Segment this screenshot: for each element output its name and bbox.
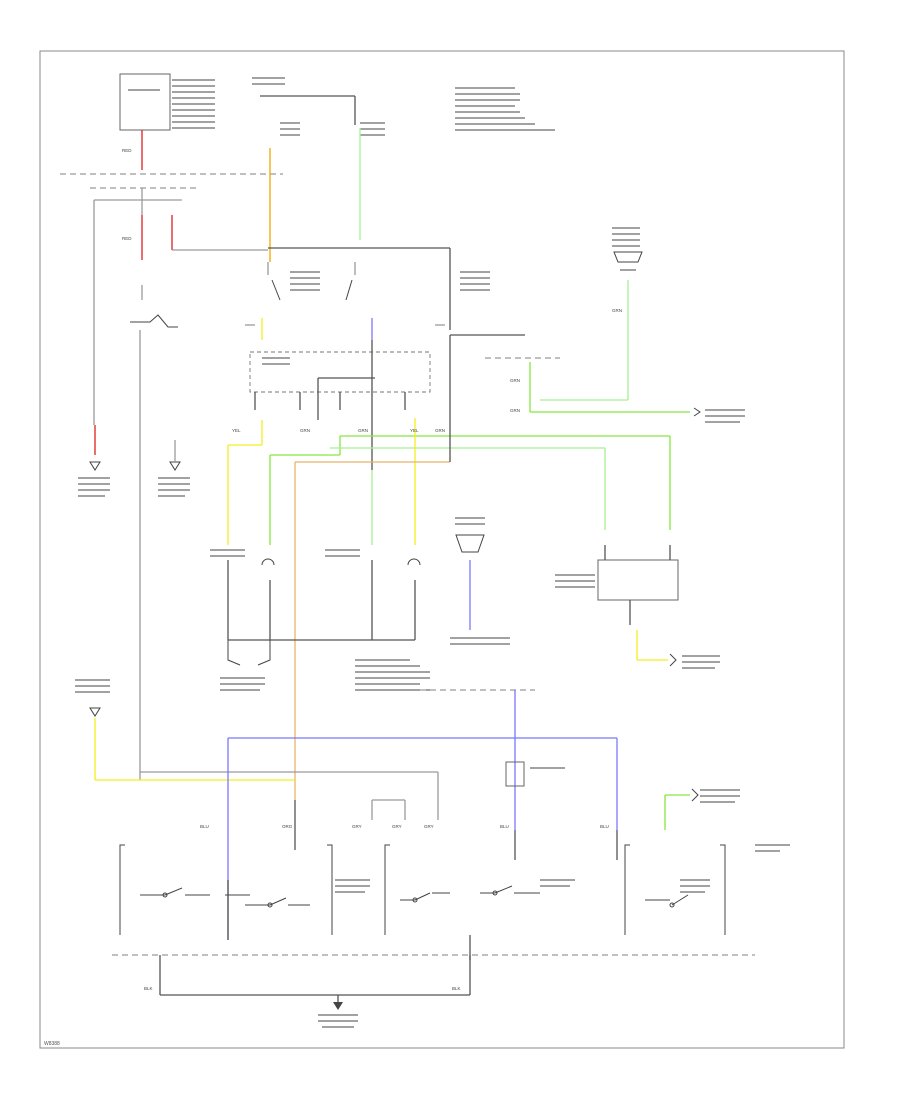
connector-stubs-bottom: GRY GRY GRY BLU ORG BLU BLU [200, 799, 609, 829]
headlight-relay-block [245, 247, 525, 336]
svg-text:ORG: ORG [282, 824, 293, 829]
ground-connectors-left [78, 440, 190, 497]
svg-text:YEL: YEL [410, 428, 419, 433]
sensor-top-right [612, 227, 643, 271]
diagram-footer-code: W8388 [44, 1041, 60, 1047]
svg-text:GRN: GRN [435, 428, 445, 433]
svg-text:YEL: YEL [232, 428, 241, 433]
svg-text:GRY: GRY [424, 824, 434, 829]
svg-text:GRY: GRY [352, 824, 362, 829]
gray-wires-left [93, 188, 268, 780]
svg-text:RED: RED [122, 236, 132, 241]
svg-text:BLU: BLU [500, 824, 509, 829]
combination-switch [119, 800, 726, 960]
svg-text:BLU: BLU [200, 824, 209, 829]
connector-bottom-right [664, 788, 790, 852]
fuse-block-top-left [119, 73, 215, 131]
svg-text:BLU: BLU [600, 824, 609, 829]
diagram-frame [39, 50, 845, 1049]
ground-bus: BLK BLK [112, 954, 755, 1028]
main-wire-trunk: YEL GRN GRN YEL GRN [227, 335, 671, 800]
svg-text:GRN: GRN [510, 378, 520, 383]
blue-wire-bottom [227, 690, 618, 940]
module-right [555, 545, 720, 669]
left-yellow-feed [75, 679, 439, 820]
headlight-assemblies [210, 549, 421, 691]
connector-top-right: GRN GRN GRN [485, 280, 745, 423]
notes-block-top-right [455, 87, 555, 131]
notes-block-middle [355, 659, 535, 691]
red-wires-left: RED RED [94, 130, 173, 455]
svg-text:GRN: GRN [358, 428, 368, 433]
svg-text:RED: RED [122, 148, 132, 153]
svg-text:GRN: GRN [300, 428, 310, 433]
svg-text:GRY: GRY [392, 824, 402, 829]
svg-text:BLK: BLK [452, 986, 461, 991]
fuse-block-top-center [252, 77, 385, 136]
svg-text:BLK: BLK [144, 986, 153, 991]
svg-text:GRN: GRN [612, 308, 622, 313]
svg-text:GRN: GRN [510, 408, 520, 413]
blue-sensor [450, 517, 510, 645]
